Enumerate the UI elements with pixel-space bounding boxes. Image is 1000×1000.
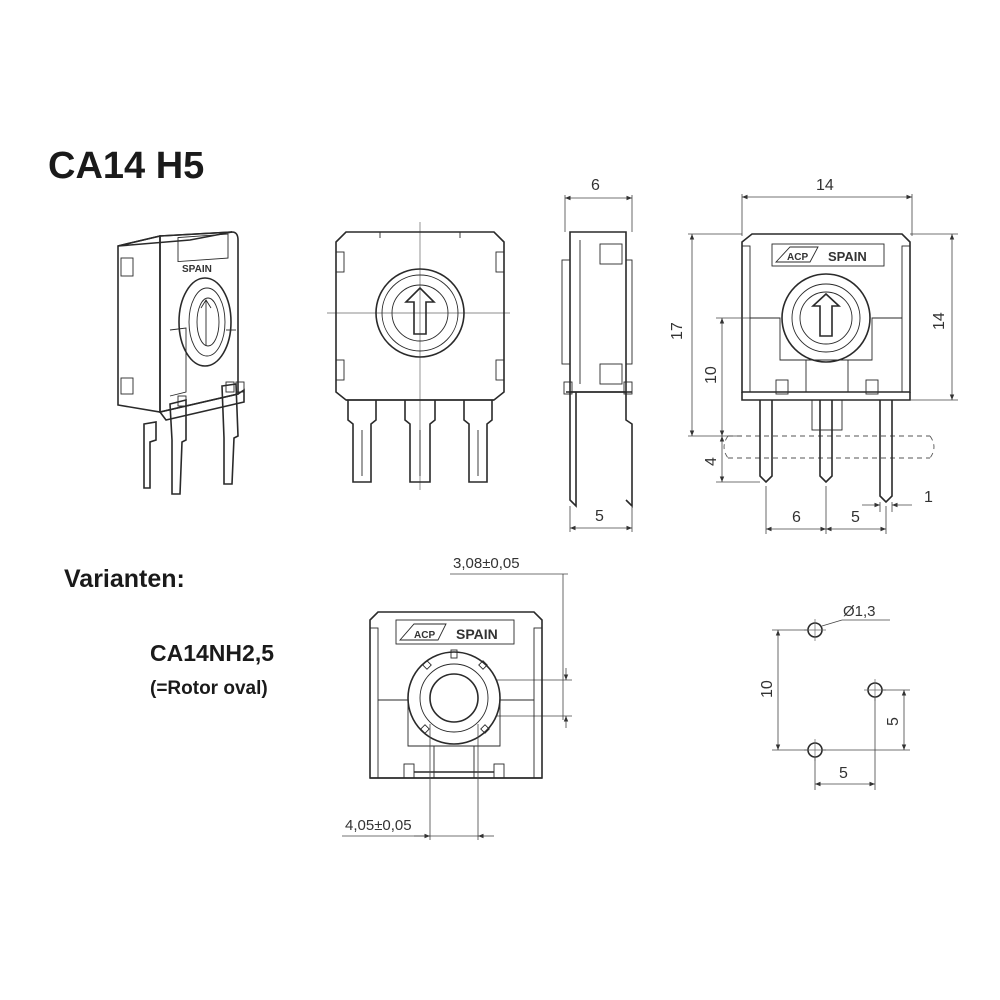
dim-pin-pitch-1: 6 bbox=[792, 509, 801, 526]
variants-heading: Varianten: bbox=[64, 565, 185, 593]
dim-side-width: 6 bbox=[591, 177, 600, 194]
variant-note: (=Rotor oval) bbox=[150, 678, 268, 699]
rear-country-text: SPAIN bbox=[828, 249, 867, 264]
dim-footprint-offset: 5 bbox=[885, 717, 902, 726]
variant-model: CA14NH2,5 bbox=[150, 640, 274, 666]
part-title: CA14 H5 bbox=[48, 145, 205, 187]
variant-view: 3,08±0,05 ACP SPAIN bbox=[342, 555, 572, 840]
dim-footprint-horizontal: 5 bbox=[839, 765, 848, 782]
dim-pin-width: 1 bbox=[924, 489, 933, 506]
dim-hole-diameter: Ø1,3 bbox=[843, 603, 876, 620]
front-view bbox=[327, 222, 510, 490]
rear-logo-text: ACP bbox=[787, 252, 808, 263]
dim-footprint-vertical: 10 bbox=[759, 680, 776, 698]
variant-country-text: SPAIN bbox=[456, 626, 498, 642]
dim-total-height: 17 bbox=[669, 322, 686, 340]
variant-logo-text: ACP bbox=[414, 630, 435, 641]
dim-pin-pitch-2: 5 bbox=[851, 509, 860, 526]
dim-body-height: 14 bbox=[931, 312, 948, 330]
pcb-footprint: Ø1,3 10 5 5 bbox=[759, 603, 910, 790]
dim-axis-height: 10 bbox=[703, 366, 720, 384]
dim-rotor-height: 3,08±0,05 bbox=[453, 555, 520, 572]
dim-front-width: 14 bbox=[816, 177, 834, 194]
perspective-logo-text: SPAIN bbox=[182, 264, 212, 275]
side-view: 6 5 bbox=[561, 177, 633, 532]
perspective-view: SPAIN bbox=[117, 231, 245, 495]
rear-view: 14 ACP SPAIN bbox=[669, 177, 958, 534]
dim-pin-offset: 4 bbox=[703, 457, 720, 466]
dim-rotor-width: 4,05±0,05 bbox=[345, 817, 412, 834]
dim-side-pin-spacing: 5 bbox=[595, 508, 604, 525]
